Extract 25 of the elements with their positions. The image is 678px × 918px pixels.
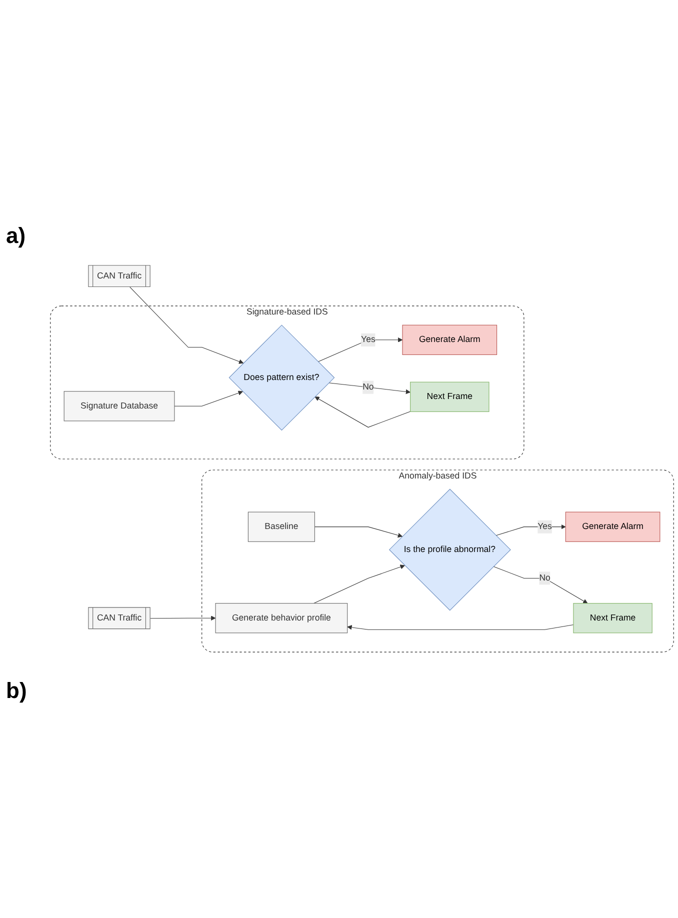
- node-box: Next Frame: [573, 603, 652, 634]
- arrow: [174, 390, 243, 407]
- panel-label: a): [6, 222, 27, 248]
- edge-label: Yes: [538, 522, 552, 532]
- arrow: [493, 566, 588, 604]
- edge-label: No: [362, 382, 374, 392]
- node-diamond: Does pattern exist?: [228, 324, 335, 431]
- arrow: [318, 338, 403, 362]
- node-diamond: Is the profile abnormal?: [388, 489, 511, 611]
- node-box: Baseline: [248, 512, 315, 542]
- node-box: Generate behavior profile: [215, 603, 348, 634]
- arrow: [150, 616, 216, 621]
- arrow: [314, 526, 403, 538]
- arrow: [313, 564, 405, 604]
- node-box: Next Frame: [410, 382, 490, 412]
- edge-label: No: [539, 574, 550, 583]
- arrow: [496, 524, 566, 536]
- arrow: [130, 287, 244, 364]
- node-box: Generate Alarm: [565, 512, 660, 542]
- node-box: Generate Alarm: [402, 325, 498, 356]
- arrow: [347, 624, 574, 630]
- panel-label: b): [6, 678, 28, 704]
- arrow: [314, 396, 411, 428]
- edge-label: Yes: [361, 335, 376, 345]
- node-box: Signature Database: [64, 391, 175, 422]
